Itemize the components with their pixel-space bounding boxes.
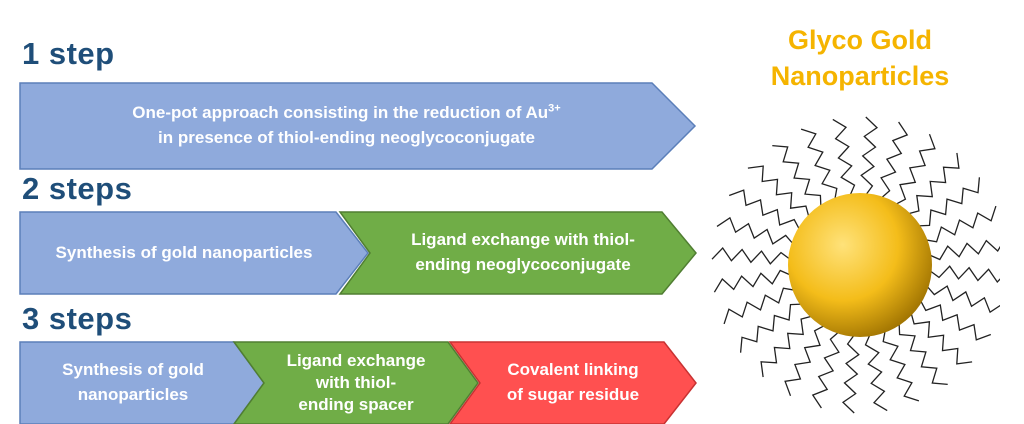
ligand-chain bbox=[800, 128, 838, 200]
glyco-title: Glyco Gold Nanoparticles bbox=[745, 22, 975, 95]
step-3-heading: 3 steps bbox=[22, 301, 133, 336]
arrow-shape bbox=[19, 211, 369, 295]
arrow-shape bbox=[338, 211, 697, 295]
one-pot-arrow: One-pot approach consisting in the reduc… bbox=[19, 82, 697, 170]
arrow-shape bbox=[19, 82, 697, 170]
ligand-chain bbox=[772, 144, 822, 208]
one-pot-text: One-pot approach consisting in the reduc… bbox=[132, 101, 582, 150]
ligand-chain bbox=[784, 324, 826, 397]
glyco-title-line1: Glyco Gold bbox=[787, 25, 933, 55]
ligand-line1: Ligand exchange with thiol- bbox=[411, 230, 635, 250]
ligand-exchange-text-2: Ligand exchange with thiol- ending neogl… bbox=[387, 228, 649, 277]
ligand-chain bbox=[898, 322, 948, 386]
ligand-chain bbox=[832, 118, 856, 196]
ligand-chain bbox=[713, 269, 791, 293]
ligand3-line2: with thiol- bbox=[315, 372, 397, 392]
ligand-chain bbox=[910, 312, 973, 365]
ligand-line2: ending neoglycoconjugate bbox=[415, 255, 631, 274]
synthesis-text-2: Synthesis of gold nanoparticles bbox=[55, 242, 313, 262]
ligand-chain bbox=[841, 334, 860, 414]
covalent-linking-arrow: Covalent linking of sugar residue bbox=[448, 341, 697, 424]
covalent-line2: of sugar residue bbox=[506, 385, 640, 404]
ligand3-line3: ending spacer bbox=[298, 395, 414, 415]
synthesis-arrow-3: Synthesis of gold nanoparticles bbox=[19, 341, 265, 424]
covalent-text: Covalent linking of sugar residue bbox=[489, 358, 657, 407]
ligand-chain bbox=[723, 287, 795, 325]
ligand-chain bbox=[929, 265, 1000, 284]
ligand-chain bbox=[739, 303, 803, 353]
ligand-chain bbox=[925, 205, 997, 243]
synthesis-line1: Synthesis of gold bbox=[62, 360, 204, 380]
synthesis-arrow-2: Synthesis of gold nanoparticles bbox=[19, 211, 369, 295]
covalent-line1: Covalent linking bbox=[507, 360, 639, 380]
ligand-exchange-text-3: Ligand exchange with thiol- ending space… bbox=[271, 350, 442, 416]
one-pot-line2: in presence of thiol-ending neoglycoconj… bbox=[158, 128, 535, 147]
glyco-title-line2: Nanoparticles bbox=[770, 61, 950, 92]
step-2-heading: 2 steps bbox=[22, 171, 133, 206]
ligand-chain bbox=[907, 152, 960, 215]
ligand-chains bbox=[711, 116, 1000, 414]
one-pot-line1: One-pot approach consisting in the reduc… bbox=[132, 103, 549, 123]
ligand-chain bbox=[711, 246, 791, 265]
arrow-fill-blue bbox=[19, 211, 369, 295]
ligand-chain bbox=[880, 121, 909, 199]
ligand-chain bbox=[760, 315, 813, 378]
arrow-fill-red bbox=[448, 341, 697, 424]
step-1-heading: 1 step bbox=[22, 36, 115, 71]
ligand-chain bbox=[926, 285, 1000, 314]
ligand-chain bbox=[728, 189, 801, 231]
ligand-chain bbox=[929, 239, 1000, 261]
arrow-fill-blue bbox=[19, 82, 697, 170]
au-charge: 3+ bbox=[548, 102, 561, 115]
ligand-chain bbox=[882, 330, 920, 402]
ligand-chain bbox=[919, 299, 992, 341]
gold-core bbox=[788, 193, 932, 337]
ligand-chain bbox=[716, 216, 794, 245]
ligand-exchange-arrow-2: Ligand exchange with thiol- ending neogl… bbox=[338, 211, 697, 295]
gold-nanoparticle-illustration bbox=[711, 116, 1000, 414]
synthesis-text-3: Synthesis of gold nanoparticles bbox=[62, 358, 222, 407]
arrow-fill-green bbox=[338, 211, 697, 295]
ligand-chain bbox=[747, 165, 810, 218]
ligand-chain bbox=[860, 116, 879, 196]
ligand-chain bbox=[917, 177, 981, 227]
arrow-shape bbox=[232, 341, 479, 424]
ligand-chain bbox=[864, 334, 888, 412]
ligand-chain bbox=[811, 331, 840, 409]
ligand-exchange-arrow-3: Ligand exchange with thiol- ending space… bbox=[232, 341, 479, 424]
arrow-shape bbox=[448, 341, 697, 424]
ligand3-line1: Ligand exchange bbox=[286, 350, 426, 370]
synthesis-line2: nanoparticles bbox=[77, 385, 189, 404]
ligand-chain bbox=[894, 133, 936, 206]
arrow-fill-green bbox=[232, 341, 479, 424]
